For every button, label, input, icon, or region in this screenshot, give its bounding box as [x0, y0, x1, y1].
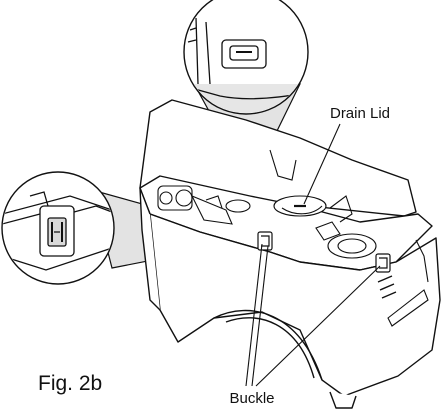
buckle-label: Buckle [229, 390, 274, 407]
left-callout-circle [1, 171, 115, 285]
drain-lid-leader [303, 123, 341, 205]
leader-lines [245, 123, 381, 387]
drain-tank [139, 99, 441, 409]
buckle-left [257, 231, 273, 251]
buckle-leader-mid [251, 245, 269, 387]
buckle-right [375, 253, 391, 273]
top-callout-circle [183, 0, 309, 115]
buckle-leader-right [255, 265, 381, 387]
deck-details [149, 149, 429, 327]
drain-opening [327, 233, 377, 259]
buckle-leader-left [245, 243, 263, 387]
figure-label: Fig. 2b [38, 372, 102, 395]
drain-lid-label: Drain Lid [330, 105, 390, 122]
